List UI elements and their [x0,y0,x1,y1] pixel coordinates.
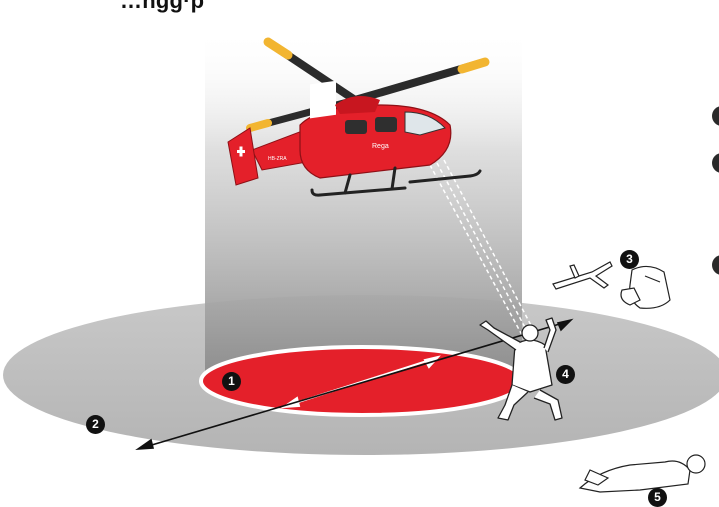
downwash-column [205,30,522,375]
livery-text: Rega [372,143,389,150]
registration-text: HB-ZRA [268,156,287,162]
loose-backpack [621,266,670,308]
badge-patient: 5 [648,488,667,507]
badge-approach-direction: 2 [86,415,105,434]
landing-site-illustration: Rega HB-ZRA [0,0,719,496]
loose-branch [553,262,612,289]
patient-person [580,455,705,492]
badge-landing-zone: 1 [222,372,241,391]
badge-signaller: 4 [556,365,575,384]
badge-loose-objects: 3 [620,250,639,269]
